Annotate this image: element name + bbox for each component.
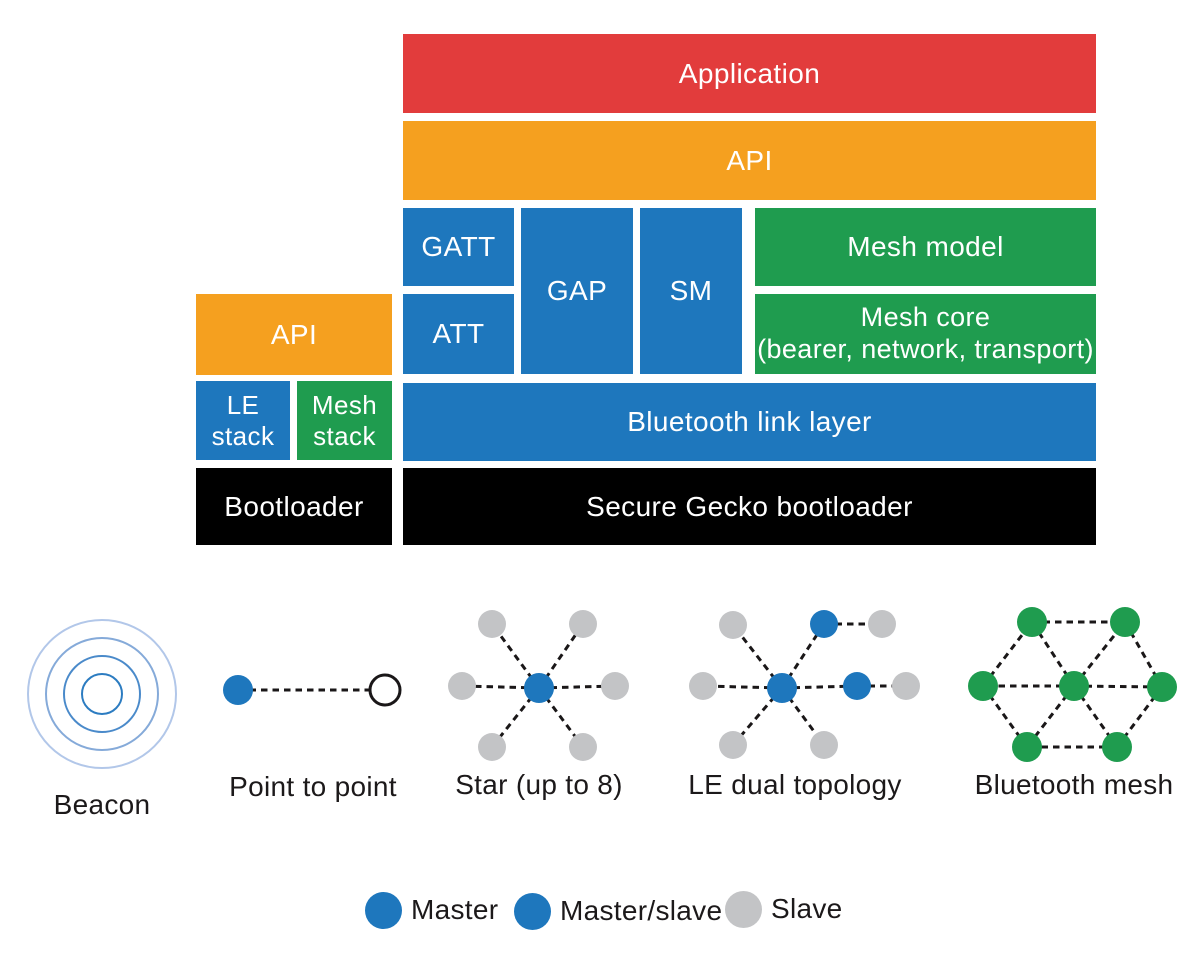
block-label: SM xyxy=(669,275,713,307)
block-bootloader-left: Bootloader xyxy=(196,468,392,545)
block-label-line: (bearer, network, transport) xyxy=(757,334,1094,364)
master-slave-node-icon xyxy=(514,892,551,930)
block-bluetooth-link-layer: Bluetooth link layer xyxy=(403,383,1096,461)
legend-label: Slave xyxy=(771,893,843,924)
block-sm: SM xyxy=(640,208,742,374)
block-label: API xyxy=(270,318,318,350)
bluetooth-mesh-label: Bluetooth mesh xyxy=(974,769,1174,800)
beacon-ring xyxy=(27,619,177,769)
le-dual-topology-label: LE dual topology xyxy=(688,769,902,800)
block-label: API xyxy=(726,144,773,176)
topology-le-dual-topology xyxy=(689,610,920,759)
block-label: Bluetooth link layer xyxy=(627,406,872,438)
block-application: Application xyxy=(403,34,1096,113)
legend-label: Master/slave xyxy=(560,895,723,926)
slave-node-icon xyxy=(725,890,762,928)
node-mesh xyxy=(968,671,998,701)
topology-beacon xyxy=(27,619,177,769)
node-master_slave xyxy=(810,610,838,638)
node-master xyxy=(524,673,554,703)
block-label: Bootloader xyxy=(224,490,364,522)
node-slave xyxy=(719,731,747,759)
node-master_slave xyxy=(843,672,871,700)
block-api-main: API xyxy=(403,121,1096,200)
node-mesh xyxy=(1059,671,1089,701)
node-open xyxy=(368,673,402,707)
block-label: Secure Gecko bootloader xyxy=(586,490,913,522)
node-mesh xyxy=(1110,607,1140,637)
legend-item-master-slave: Master/slave xyxy=(514,892,722,930)
node-slave xyxy=(478,733,506,761)
block-gatt: GATT xyxy=(403,208,514,286)
node-slave xyxy=(892,672,920,700)
block-label-line: stack xyxy=(313,420,376,451)
beacon-ring xyxy=(63,655,141,733)
block-gap: GAP xyxy=(521,208,633,374)
node-slave xyxy=(448,672,476,700)
block-mesh-model: Mesh model xyxy=(755,208,1096,286)
node-slave xyxy=(478,610,506,638)
node-mesh xyxy=(1102,732,1132,762)
star-label: Star (up to 8) xyxy=(455,769,623,800)
beacon-ring xyxy=(45,637,159,751)
node-slave xyxy=(719,611,747,639)
beacon-label: Beacon xyxy=(53,789,151,820)
node-slave xyxy=(601,672,629,700)
legend-item-master: Master xyxy=(365,891,498,929)
block-label-line: LE xyxy=(226,389,260,420)
topology-point-to-point xyxy=(223,673,402,707)
node-mesh xyxy=(1147,672,1177,702)
block-label: ATT xyxy=(432,318,485,350)
block-le-stack: LE stack xyxy=(196,381,290,460)
block-mesh-core: Mesh core (bearer, network, transport) xyxy=(755,294,1096,374)
block-label-line: Mesh xyxy=(311,389,378,420)
block-mesh-stack: Mesh stack xyxy=(297,381,392,460)
block-label: Mesh model xyxy=(847,231,1004,263)
block-label-line: Mesh core xyxy=(860,302,991,333)
block-label: GATT xyxy=(421,231,496,263)
master-node-icon xyxy=(365,891,402,929)
node-mesh xyxy=(1017,607,1047,637)
point-to-point-label: Point to point xyxy=(229,771,397,802)
node-slave xyxy=(569,733,597,761)
beacon-ring xyxy=(81,673,123,715)
block-api-left: API xyxy=(196,294,392,375)
legend-label: Master xyxy=(411,894,499,925)
node-mesh xyxy=(1012,732,1042,762)
node-master xyxy=(223,675,253,705)
block-att: ATT xyxy=(403,294,514,374)
block-label: Application xyxy=(678,57,821,89)
block-label-line: stack xyxy=(211,420,275,451)
topology-star xyxy=(448,610,629,761)
block-label: GAP xyxy=(546,275,608,307)
topology-bluetooth-mesh xyxy=(968,607,1177,762)
node-slave xyxy=(868,610,896,638)
node-master xyxy=(767,673,797,703)
node-slave xyxy=(810,731,838,759)
node-slave xyxy=(569,610,597,638)
node-slave xyxy=(689,672,717,700)
legend-item-slave: Slave xyxy=(725,890,843,928)
block-secure-gecko-bootloader: Secure Gecko bootloader xyxy=(403,468,1096,545)
